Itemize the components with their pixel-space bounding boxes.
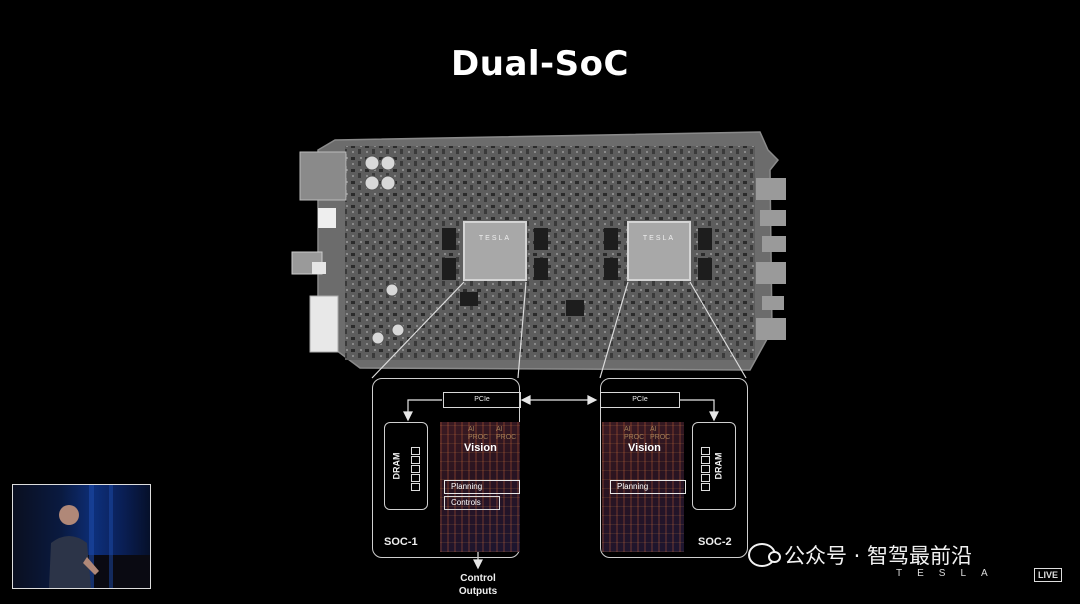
connector-left-top	[299, 151, 347, 201]
slide-title: Dual-SoC	[451, 44, 629, 84]
soc2-name: SOC-2	[698, 536, 732, 548]
connector-left-bottom	[309, 295, 339, 353]
connector-left-white-2	[312, 262, 326, 274]
wechat-logo-icon	[748, 543, 781, 567]
control-outputs-line2: Outputs	[458, 586, 498, 597]
live-badge: LIVE	[1034, 568, 1063, 582]
control-outputs-line1: Control	[460, 573, 496, 584]
watermark-text: 公众号 · 智驾最前沿	[784, 544, 973, 568]
soc1-vision-label: Vision	[464, 442, 497, 454]
pcie-link-arrow	[520, 395, 598, 405]
soc2-pcie-box: PCIe	[600, 392, 680, 408]
connector-left-white	[318, 208, 336, 228]
soc1-dram-label: DRAM	[391, 452, 402, 480]
soc-chip-2	[627, 221, 691, 281]
soc2-vision-label: Vision	[628, 442, 661, 454]
soc-chip-1-marking: TESLA	[479, 235, 511, 242]
capacitor-cluster	[364, 155, 405, 345]
soc2-planning-block: Planning	[610, 480, 686, 494]
soc1-planning-block: Planning	[444, 480, 520, 494]
soc1-controls-block: Controls	[444, 496, 500, 510]
soc2-dram-box: DRAM	[692, 422, 736, 510]
soc2-dram-label: DRAM	[713, 452, 724, 480]
soc2-box	[600, 378, 748, 558]
control-outputs-label: Control Outputs	[446, 572, 510, 598]
soc1-pcie-box: PCIe	[443, 392, 521, 408]
soc1-dram-box: DRAM	[384, 422, 428, 510]
pcie-dram-arrows	[403, 399, 719, 422]
soc-chip-1	[463, 221, 527, 281]
memory-chips	[442, 228, 712, 316]
soc-chip-2-marking: TESLA	[643, 235, 675, 242]
watermark: 公众号 · 智驾最前沿	[748, 540, 972, 570]
connector-right-group	[756, 178, 786, 340]
presenter-video-inset	[12, 484, 151, 589]
tesla-brand: TESLA	[896, 568, 1003, 579]
soc1-name: SOC-1	[384, 536, 418, 548]
soc1-dram-cells	[411, 447, 420, 491]
zoom-lines	[371, 281, 747, 379]
presenter-figure	[49, 485, 150, 588]
soc2-dram-cells	[701, 447, 710, 491]
board-surface	[345, 146, 755, 360]
